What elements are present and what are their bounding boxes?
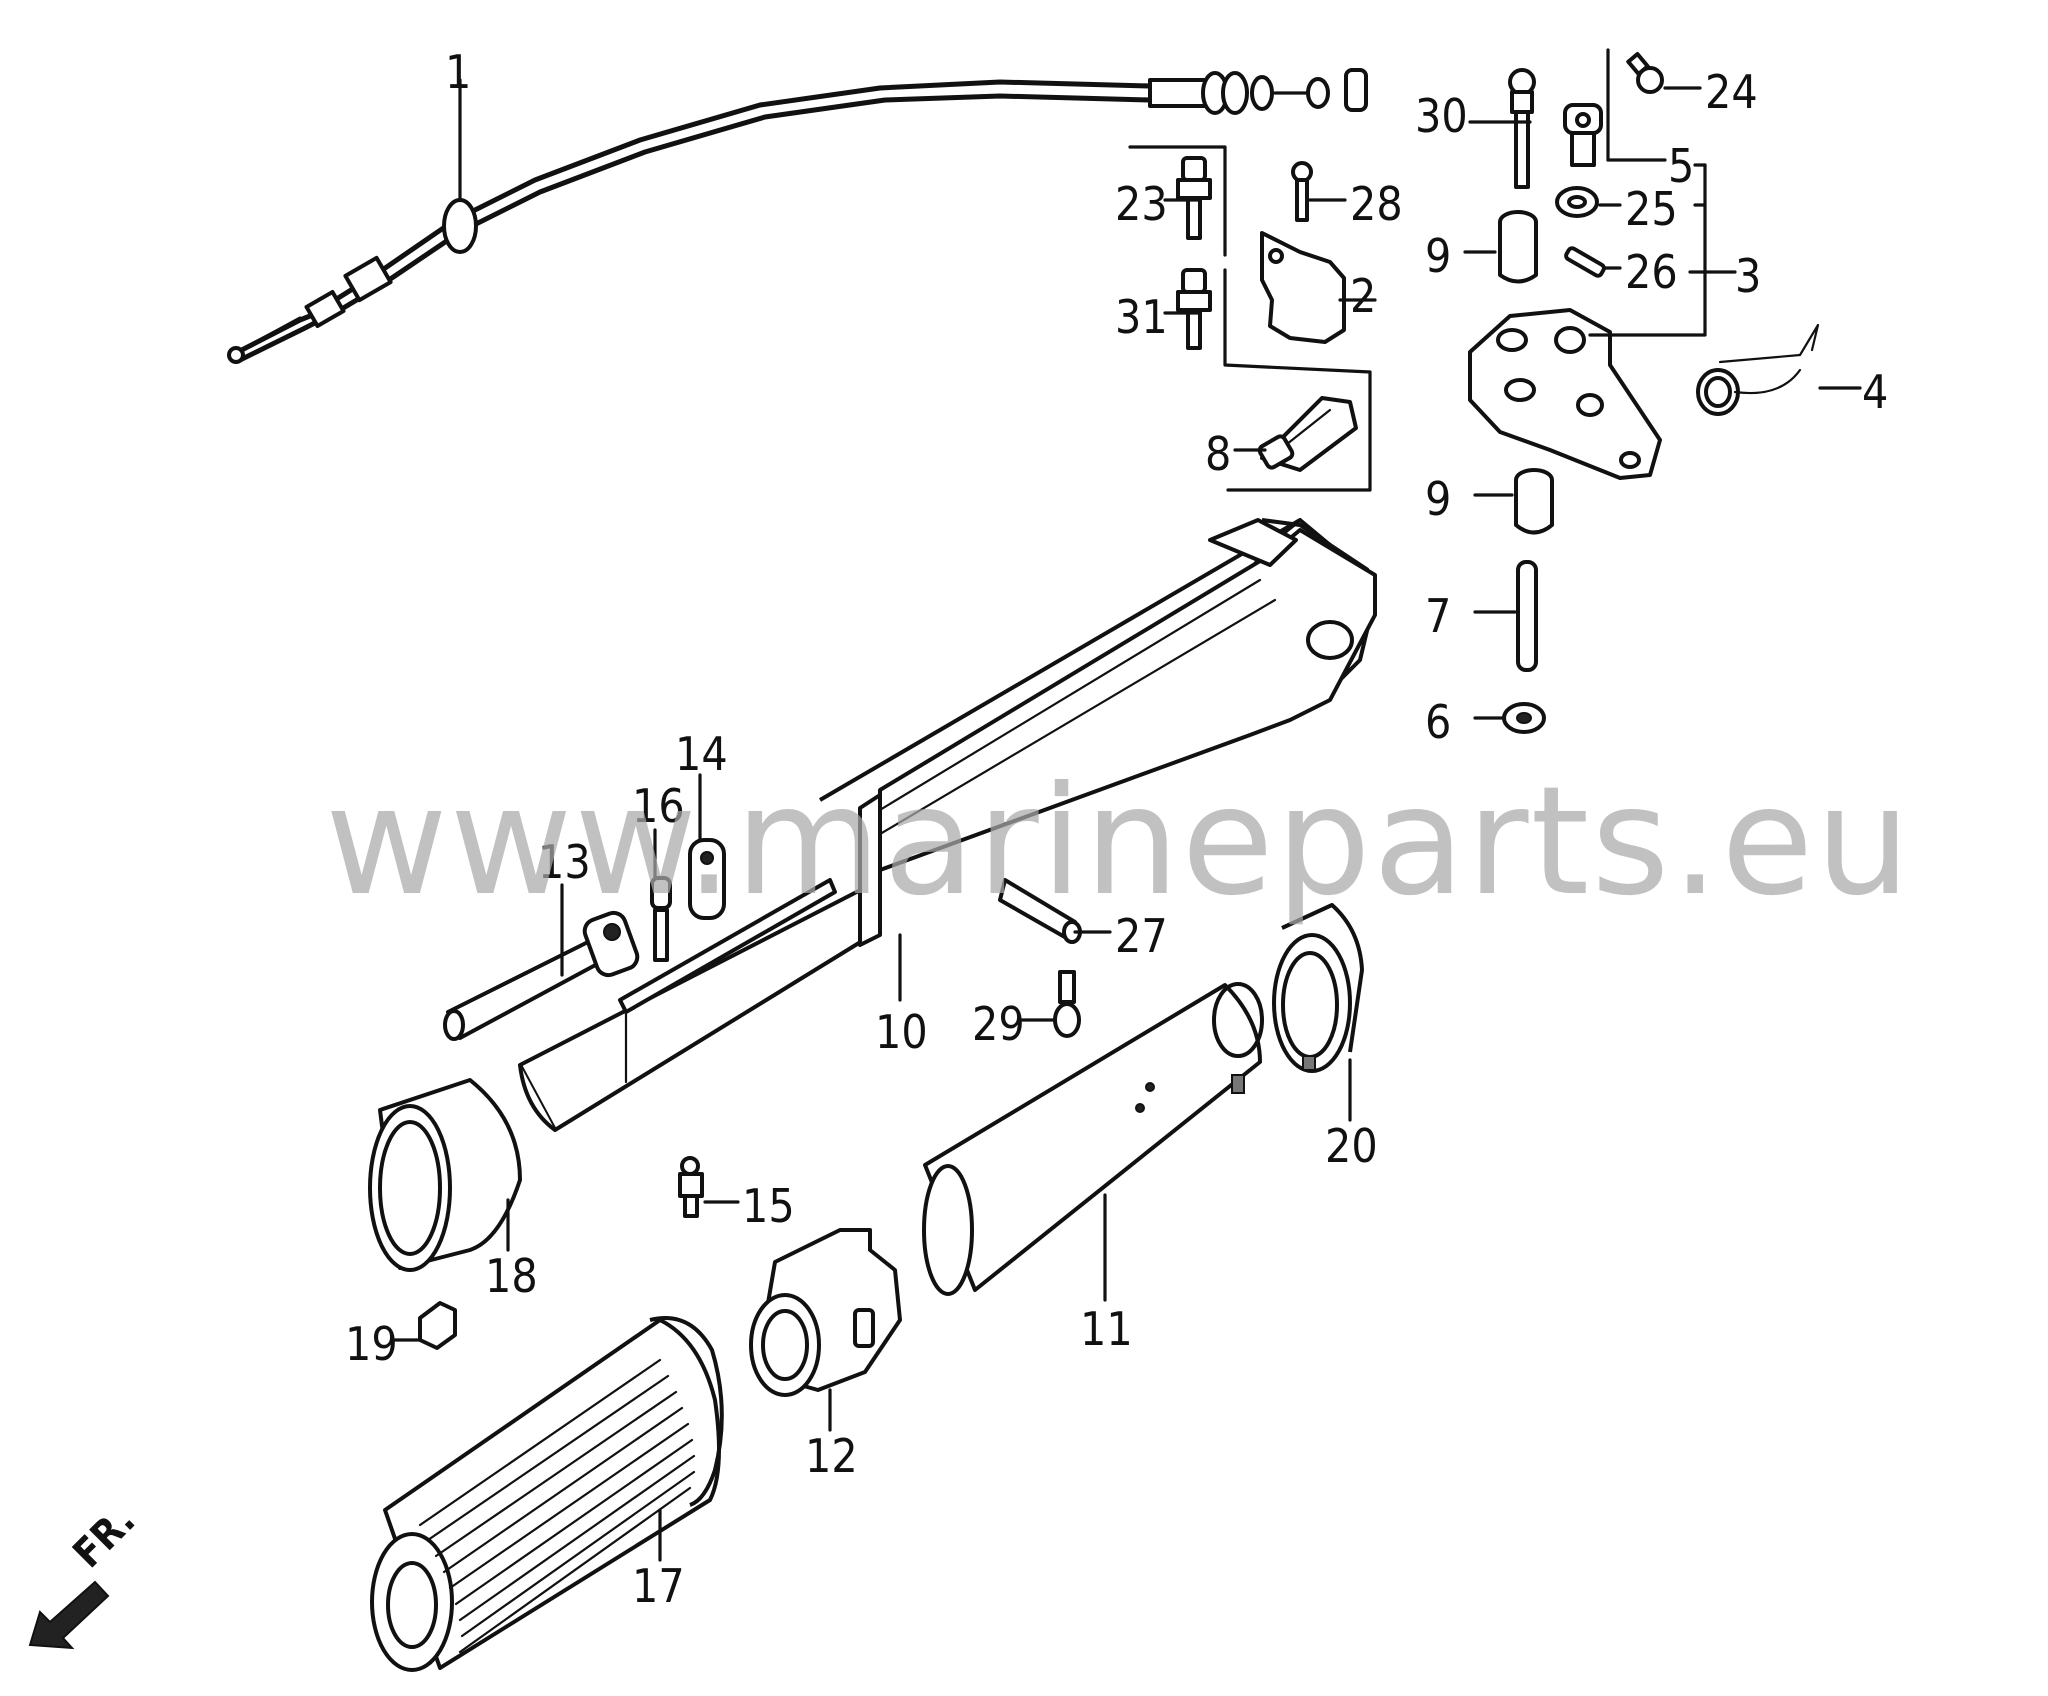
twist-grip-17 — [370, 1316, 724, 1672]
callout-labels: 1 2 3 4 5 6 7 8 9 9 10 11 12 13 14 15 16… — [345, 45, 1888, 1613]
callout-7: 7 — [1425, 589, 1451, 643]
callout-12: 12 — [805, 1429, 858, 1483]
callout-24: 24 — [1705, 65, 1758, 119]
callout-14: 14 — [675, 727, 728, 781]
nut-19 — [418, 1301, 457, 1350]
callout-16: 16 — [632, 779, 685, 833]
callout-10: 10 — [875, 1005, 928, 1059]
callout-19: 19 — [345, 1317, 398, 1371]
callout-20: 20 — [1325, 1119, 1378, 1173]
throttle-cable — [227, 68, 1368, 364]
callout-3: 3 — [1735, 249, 1761, 303]
callout-15: 15 — [742, 1179, 795, 1233]
callout-25: 25 — [1625, 182, 1678, 236]
callout-13: 13 — [538, 835, 591, 889]
bracket-2 — [1260, 161, 1346, 344]
throttle-arm-assembly — [1468, 52, 1820, 734]
callout-9-upper: 9 — [1425, 229, 1451, 283]
callout-30: 30 — [1415, 89, 1468, 143]
callout-23: 23 — [1115, 177, 1168, 231]
cable-grommet — [442, 198, 478, 254]
screw-29 — [1053, 970, 1081, 1038]
callout-11: 11 — [1080, 1302, 1133, 1356]
front-label: FR. — [65, 1497, 145, 1577]
callout-31: 31 — [1115, 290, 1168, 344]
callout-17: 17 — [632, 1559, 685, 1613]
callout-6: 6 — [1425, 695, 1451, 749]
callout-2: 2 — [1350, 269, 1376, 323]
callout-4: 4 — [1862, 365, 1888, 419]
bolts-23-31 — [1128, 145, 1372, 492]
watermark: www.marineparts.eu — [325, 755, 1913, 929]
tiller-arm-10 — [518, 518, 1377, 1132]
callout-9-lower: 9 — [1425, 472, 1451, 526]
callout-29: 29 — [972, 997, 1025, 1051]
adapter-12 — [749, 1228, 902, 1397]
callout-5: 5 — [1668, 139, 1694, 193]
sleeve-11 — [922, 982, 1264, 1296]
ring-20 — [1272, 903, 1364, 1073]
callout-27: 27 — [1115, 909, 1168, 963]
callout-1: 1 — [445, 45, 471, 99]
callout-18: 18 — [485, 1249, 538, 1303]
friction-rod-13 — [443, 838, 726, 1041]
leader-lines — [393, 48, 1862, 1562]
front-arrow-icon — [28, 1580, 110, 1650]
callout-8: 8 — [1205, 427, 1231, 481]
clip-8 — [1257, 396, 1358, 472]
bolt-15 — [678, 1156, 704, 1218]
end-cap-18 — [368, 1078, 522, 1272]
callout-26: 26 — [1625, 245, 1678, 299]
callout-28: 28 — [1350, 177, 1403, 231]
